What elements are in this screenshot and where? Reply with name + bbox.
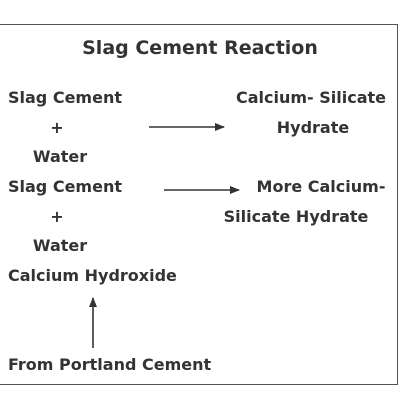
diagram-frame [0,24,398,385]
reaction1-reactant-water: Water [32,147,88,166]
reaction1-product-line2: Hydrate [276,118,350,137]
reaction2-product-line1: More Calcium- [256,177,386,196]
diagram-title: Slag Cement Reaction [82,37,318,59]
reaction2-plus-sign: + [50,207,64,226]
reaction1-reactant-slag-cement: Slag Cement [8,88,122,107]
reaction1-product-line1: Calcium- Silicate [235,88,387,107]
reaction2-reactant-calcium-hydroxide: Calcium Hydroxide [8,266,177,285]
reaction2-product-line2: Silicate Hydrate [223,207,369,226]
reaction2-reactant-slag-cement: Slag Cement [8,177,122,196]
source-label: From Portland Cement [8,355,212,374]
reaction1-plus-sign: + [50,118,64,137]
reaction2-reactant-water: Water [32,236,88,255]
